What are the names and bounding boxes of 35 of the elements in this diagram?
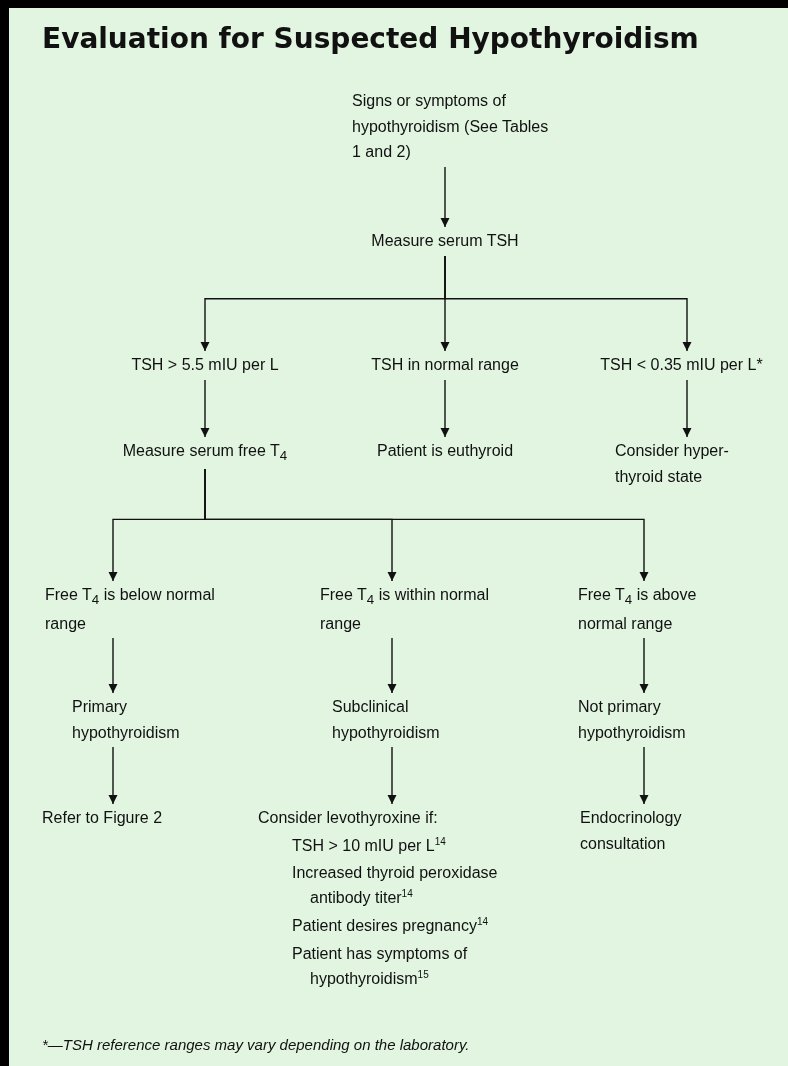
- arrow: [440, 379, 450, 438]
- node-text: Consider levothyroxine if:: [258, 809, 438, 826]
- node-text: Free T$_{4}$ is within normal range: [320, 586, 489, 632]
- node-text: Signs or symptoms of hypothyroidism (See Tables 1 and 2): [352, 92, 549, 161]
- arrow: [682, 379, 692, 438]
- arrow: [440, 166, 450, 228]
- arrow: [639, 746, 649, 805]
- arrow: [444, 255, 692, 352]
- node-text: Refer to Figure 2: [42, 809, 163, 826]
- arrow: [387, 637, 397, 694]
- arrow: [387, 746, 397, 805]
- title: Evaluation for Suspected Hypothyroidism: [42, 22, 699, 55]
- node-text: Subclinical hypothyroidism: [332, 698, 440, 741]
- list-item: Increased thyroid peroxidase antibody titer$^{14}$: [292, 864, 498, 907]
- arrow: [108, 746, 118, 805]
- footnote: *—TSH reference ranges may vary depending on the laboratory.: [42, 1036, 470, 1053]
- arrow: [204, 468, 649, 582]
- arrow: [639, 637, 649, 694]
- node-text: Measure serum TSH: [371, 232, 519, 249]
- node-text: Free T$_{4}$ is above normal range: [578, 586, 697, 632]
- node-text: TSH > 5.5 mIU per L: [131, 356, 279, 373]
- node-text: TSH < 0.35 mIU per L*: [600, 356, 763, 373]
- node-text: Endocrinology consultation: [580, 809, 682, 852]
- node-text: Measure serum free T$_{4}$: [122, 442, 288, 459]
- node-text: Consider hyper- thyroid state: [615, 442, 729, 485]
- node-text: Free T$_{4}$ is below normal range: [45, 586, 215, 632]
- node-text: Patient is euthyroid: [376, 442, 514, 459]
- list-item: Patient has symptoms of hypothyroidism$^{15}$: [292, 944, 468, 987]
- node-text: Not primary hypothyroidism: [578, 698, 686, 741]
- list-item: Patient desires pregnancy$^{14}$: [292, 917, 489, 934]
- arrow: [200, 379, 210, 438]
- node-text: Primary hypothyroidism: [72, 698, 180, 741]
- node-text: TSH in normal range: [371, 356, 519, 373]
- arrow: [108, 637, 118, 694]
- list-item: TSH > 10 mIU per L$^{14}$: [292, 836, 446, 854]
